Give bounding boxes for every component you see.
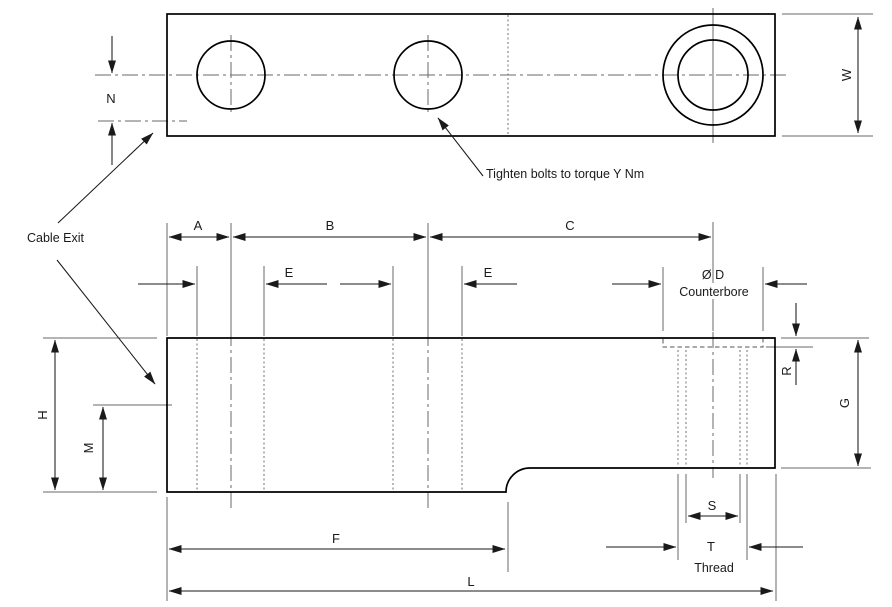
dim-h-label: H (35, 410, 50, 419)
dim-g-label: G (837, 398, 852, 408)
thread-label: Thread (694, 561, 734, 575)
dim-l-label: L (467, 574, 474, 589)
counterbore-hole-inner (677, 39, 749, 111)
side-view-outline (166, 337, 776, 493)
counterbore-hidden-outline (662, 339, 764, 348)
dim-s-label: S (708, 498, 717, 513)
dim-c-label: C (565, 218, 574, 233)
reference-lines (43, 8, 873, 601)
dim-e1-label: E (285, 265, 294, 280)
cable-exit-leader-top (57, 132, 154, 224)
mounting-hole-middle (393, 40, 463, 110)
counterbore-label: Counterbore (679, 285, 749, 299)
dim-n-label: N (106, 91, 115, 106)
part-outlines (166, 13, 776, 493)
dim-r-label: R (779, 366, 794, 375)
dim-m-label: M (81, 443, 96, 454)
torque-leader (437, 117, 484, 177)
dim-b-label: B (326, 218, 335, 233)
dim-d-label: Ø D (702, 268, 724, 282)
torque-note-label: Tighten bolts to torque Y Nm (486, 167, 644, 181)
dim-e2-label: E (484, 265, 493, 280)
dimension-lines (51, 16, 862, 595)
dim-t-label: T (707, 539, 715, 554)
counterbore-hole-outer (662, 24, 764, 126)
dim-a-label: A (194, 218, 203, 233)
cable-exit-label: Cable Exit (27, 231, 84, 245)
top-view-outline (166, 13, 776, 137)
cable-exit-leader-bottom (56, 259, 156, 385)
labels: N W A B C E E Ø D Counterbore R G H M S … (27, 68, 854, 589)
dim-w-label: W (839, 68, 854, 81)
dim-f-label: F (332, 531, 340, 546)
mounting-hole-left (196, 40, 266, 110)
